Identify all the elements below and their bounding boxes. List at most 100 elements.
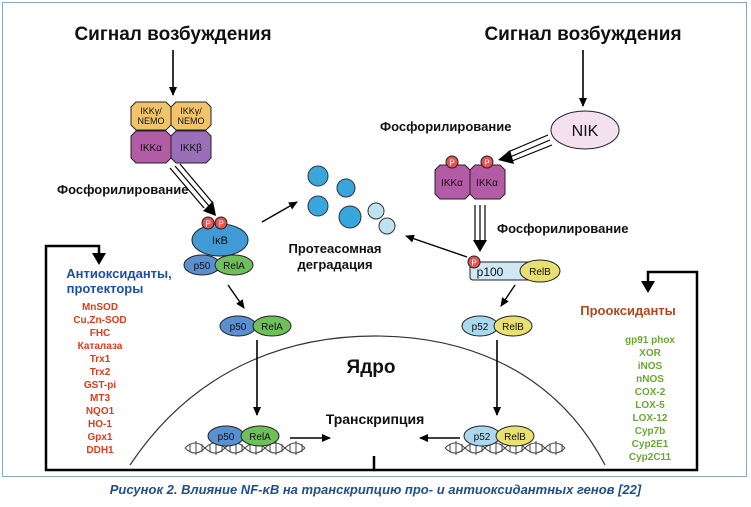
antioxidants-list: MnSOD Cu,Zn-SOD FHC Каталаза Trx1 Trx2 G…	[73, 302, 126, 456]
phospho-arrow-nik	[498, 134, 553, 164]
nik-protein	[550, 110, 620, 150]
ikb-complex: IκB P P p50 RelA	[183, 216, 254, 276]
p52-relb-dimer-cytoplasm: p52 RelB	[461, 315, 533, 337]
signal-left-label: Сигнал возбуждения	[74, 24, 271, 45]
antioxidant-item: NQO1	[86, 406, 115, 417]
phospho-p-label: P	[471, 259, 476, 268]
figure-caption: Рисунок 2. Влияние NF-κB на транскрипцию…	[109, 482, 642, 497]
dna-helix-left	[184, 441, 306, 455]
signal-right-label: Сигнал возбуждения	[484, 24, 681, 45]
figure-frame	[2, 2, 747, 477]
arrow-p100-to-proteasome	[405, 234, 468, 258]
phospho-p-ikk-right-1	[445, 155, 459, 169]
ikk-complex-right: IKKα IKKα P P	[434, 155, 506, 200]
phospho-arrow-left	[169, 163, 216, 216]
prooxidant-item: COX-2	[635, 387, 666, 398]
ikk-nemo-a-label: NEMO	[138, 116, 165, 126]
feedback-line-prooxidants	[374, 270, 699, 472]
prooxidant-item: iNOS	[638, 361, 663, 372]
prooxidant-item: Cyp2C11	[629, 452, 672, 463]
rela-protein-top	[214, 254, 254, 276]
feedback-line-antioxidants	[44, 244, 376, 472]
proteasome-spheres	[307, 165, 396, 235]
feedback-arrowhead-right	[641, 281, 655, 293]
p50-label-nucleus: p50	[218, 432, 235, 443]
prooxidant-item: LOX-12	[632, 413, 667, 424]
antioxidant-item: Gpx1	[87, 432, 112, 443]
phospho-p-ikb-1	[201, 216, 215, 230]
antioxidant-item: Cu,Zn-SOD	[73, 315, 126, 326]
ikk-complex-left: IKKγ/ NEMO IKKγ/ NEMO IKKα IKKβ	[130, 101, 212, 164]
prooxidant-item: Cyp2E1	[632, 439, 669, 450]
prooxidant-item: LOX-5	[635, 400, 665, 411]
antioxidant-item: GST-pi	[84, 380, 116, 391]
nik-label: NIK	[572, 123, 599, 140]
p52-label-mid: p52	[472, 322, 489, 333]
antioxidants-title-line1: Антиоксиданты,	[66, 266, 172, 281]
ikk-gamma-nemo-b	[170, 101, 212, 131]
phosphorylation-right-bottom-label: Фосфорилирование	[497, 221, 628, 236]
phospho-p-label: P	[484, 159, 489, 168]
ikk-alpha-right-a-label: IKKα	[441, 178, 463, 189]
antioxidant-item: Каталаза	[78, 341, 123, 352]
ikk-alpha-left	[130, 130, 172, 164]
phospho-p-label: P	[218, 220, 223, 229]
p52-label-nucleus: p52	[474, 432, 491, 443]
relb-label-nucleus: RelB	[504, 432, 526, 443]
p100-label: p100	[477, 265, 504, 279]
rela-label-mid: RelA	[261, 322, 283, 333]
ikk-alpha-right-b	[469, 164, 506, 200]
relb-label-top: RelB	[529, 267, 551, 278]
proteasome-label-line2: деградация	[297, 257, 372, 272]
ikb-label: IκB	[212, 235, 228, 247]
prooxidant-item: Cyp7b	[635, 426, 666, 437]
p50-label-top: p50	[194, 261, 211, 272]
antioxidant-item: Trx2	[90, 367, 111, 378]
relb-protein-top	[519, 259, 561, 283]
p50-rela-dimer-cytoplasm: p50 RelA	[219, 315, 292, 337]
nucleus-membrane	[129, 335, 606, 466]
p100-relb-complex: p100 RelB P	[467, 255, 561, 283]
prooxidant-item: gp91 phox	[625, 335, 675, 346]
phospho-p-p100	[467, 255, 481, 269]
proteasome-label-line1: Протеасомная	[288, 241, 381, 256]
antioxidant-item: Trx1	[90, 354, 111, 365]
ikk-nemo-b-label: NEMO	[178, 116, 205, 126]
antioxidants-title-line2: протекторы	[67, 281, 144, 296]
phospho-arrow-right	[473, 205, 487, 252]
arrow-ikb-to-dimer-left	[227, 284, 245, 309]
phosphorylation-right-top-label: Фосфорилирование	[380, 119, 511, 134]
antioxidant-item: MnSOD	[82, 302, 118, 313]
prooxidants-list: gp91 phox XOR iNOS nNOS COX-2 LOX-5 LOX-…	[625, 335, 675, 463]
feedback-arrowhead-left	[92, 253, 106, 265]
p50-rela-dimer-nucleus: p50 RelA	[207, 425, 280, 447]
prooxidant-item: nNOS	[636, 374, 664, 385]
arrow-ikb-to-proteasome	[261, 201, 298, 223]
prooxidant-item: XOR	[639, 348, 661, 359]
ikk-alpha-right-b-label: IKKα	[476, 178, 498, 189]
antioxidant-item: HO-1	[88, 419, 112, 430]
arrow-p100-to-dimer-right	[500, 284, 516, 307]
rela-label-nucleus: RelA	[249, 432, 271, 443]
antioxidant-item: DDH1	[86, 445, 114, 456]
ikk-alpha-right-a	[434, 164, 471, 200]
ikk-gamma-b-label: IKKγ/	[180, 106, 202, 116]
ikk-alpha-left-label: IKKα	[140, 143, 162, 154]
nucleus-label: Ядро	[347, 357, 396, 378]
ikk-gamma-a-label: IKKγ/	[140, 106, 162, 116]
antioxidant-item: FHC	[90, 328, 111, 339]
ikk-beta-left-label: IKKβ	[180, 143, 202, 154]
rela-label-top: RelA	[223, 261, 245, 272]
phosphorylation-left-label: Фосфорилирование	[57, 182, 188, 197]
ikk-gamma-nemo-a	[130, 101, 172, 131]
prooxidants-title: Прооксиданты	[580, 303, 676, 318]
nfkb-diagram: Сигнал возбуждения Сигнал возбуждения IK…	[44, 24, 699, 472]
p52-relb-dimer-nucleus: p52 RelB	[463, 425, 535, 447]
transcription-label: Транскрипция	[326, 411, 425, 427]
phospho-p-ikb-2	[214, 216, 228, 230]
dna-helix-right	[444, 441, 566, 455]
antioxidant-item: MT3	[90, 393, 110, 404]
phospho-p-label: P	[205, 220, 210, 229]
phospho-p-label: P	[449, 159, 454, 168]
ikk-beta-left	[170, 130, 212, 164]
